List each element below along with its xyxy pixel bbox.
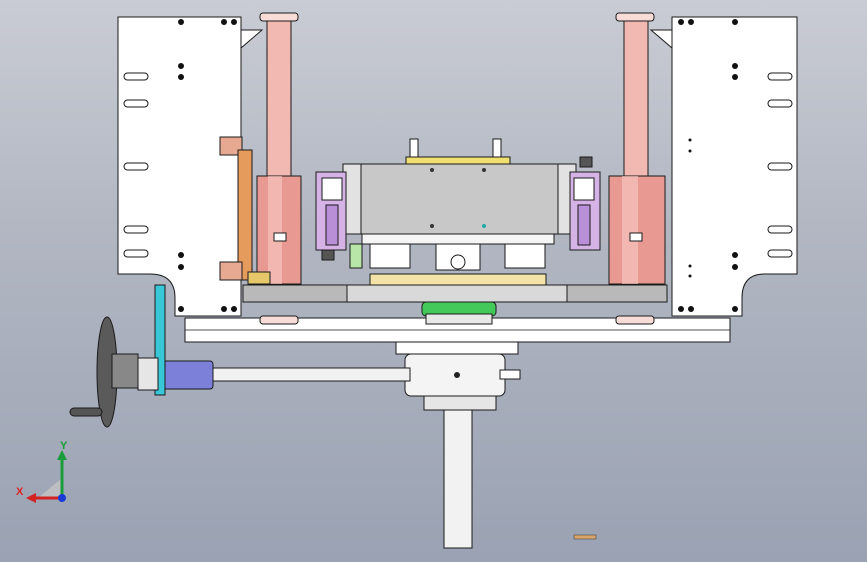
orange-bracket xyxy=(219,136,271,285)
right-plate-slots xyxy=(767,72,793,258)
left-side-plate xyxy=(117,16,242,317)
right-purple-block xyxy=(569,156,601,251)
triad-x-label: X xyxy=(16,486,24,498)
left-purple-block xyxy=(315,171,347,261)
small-part xyxy=(573,534,597,540)
left-plate-slots xyxy=(123,72,149,258)
green-bracket xyxy=(349,243,363,269)
horizontal-shaft xyxy=(209,367,411,382)
right-side-plate xyxy=(671,16,798,317)
triad-y-label: Y xyxy=(60,440,68,452)
vertical-column xyxy=(443,404,473,549)
handwheel[interactable] xyxy=(69,316,139,428)
yellow-strip xyxy=(405,156,511,165)
axis-triad xyxy=(26,450,67,503)
blue-housing xyxy=(162,360,214,390)
gearbox xyxy=(395,341,519,411)
cyan-bracket xyxy=(154,284,166,396)
plate-holes xyxy=(178,19,738,312)
left-guide-rod xyxy=(256,12,302,325)
right-guide-rod xyxy=(608,12,666,325)
bearing-blocks xyxy=(369,243,546,271)
